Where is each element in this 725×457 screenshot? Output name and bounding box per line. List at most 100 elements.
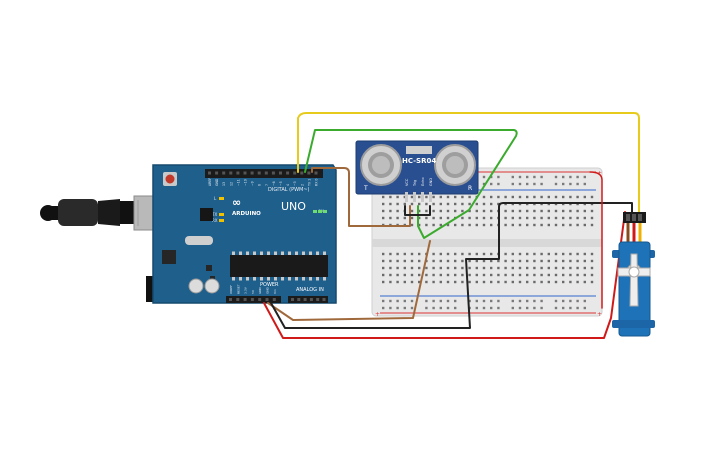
- breadboard-hole[interactable]: [446, 259, 450, 263]
- breadboard-hole[interactable]: [576, 299, 579, 303]
- breadboard-hole[interactable]: [526, 175, 529, 179]
- breadboard-hole[interactable]: [511, 259, 514, 263]
- breadboard-hole[interactable]: [454, 195, 457, 199]
- breadboard-hole[interactable]: [432, 195, 435, 199]
- breadboard-hole[interactable]: [425, 266, 428, 270]
- breadboard-hole[interactable]: [583, 299, 586, 303]
- breadboard-hole[interactable]: [490, 209, 493, 213]
- breadboard-hole[interactable]: [461, 202, 464, 206]
- breadboard-hole[interactable]: [490, 223, 493, 227]
- breadboard-hole[interactable]: [562, 280, 565, 284]
- breadboard-hole[interactable]: [425, 216, 428, 220]
- breadboard-hole[interactable]: [554, 195, 558, 199]
- breadboard-hole[interactable]: [590, 216, 594, 220]
- breadboard-hole[interactable]: [468, 273, 471, 277]
- breadboard-hole[interactable]: [504, 280, 507, 284]
- breadboard-hole[interactable]: [461, 259, 464, 263]
- breadboard-hole[interactable]: [511, 223, 514, 227]
- analog-pin[interactable]: [309, 298, 313, 301]
- wire-green[interactable]: [304, 129, 518, 239]
- breadboard-hole[interactable]: [461, 273, 464, 277]
- breadboard-hole[interactable]: [418, 266, 421, 270]
- breadboard-hole[interactable]: [475, 306, 478, 310]
- breadboard-hole[interactable]: [425, 195, 428, 199]
- breadboard-hole[interactable]: [396, 280, 399, 284]
- breadboard-hole[interactable]: [490, 266, 493, 270]
- breadboard-hole[interactable]: [490, 299, 493, 303]
- breadboard-hole[interactable]: [461, 266, 464, 270]
- breadboard-hole[interactable]: [554, 216, 558, 220]
- breadboard-hole[interactable]: [461, 209, 464, 213]
- digital-pin[interactable]: [208, 171, 211, 175]
- breadboard-hole[interactable]: [576, 259, 579, 263]
- breadboard-hole[interactable]: [554, 252, 558, 256]
- breadboard-hole[interactable]: [518, 182, 522, 186]
- breadboard-hole[interactable]: [526, 259, 529, 263]
- breadboard-hole[interactable]: [439, 209, 442, 213]
- breadboard-hole[interactable]: [432, 202, 435, 206]
- wire-yellow[interactable]: [297, 112, 640, 213]
- breadboard-hole[interactable]: [403, 259, 406, 263]
- analog-pin[interactable]: [316, 298, 320, 301]
- breadboard-hole[interactable]: [526, 216, 529, 220]
- breadboard-hole[interactable]: [576, 209, 579, 213]
- breadboard-hole[interactable]: [410, 259, 414, 263]
- breadboard-hole[interactable]: [540, 266, 543, 270]
- breadboard-hole[interactable]: [468, 223, 471, 227]
- breadboard-hole[interactable]: [446, 273, 450, 277]
- breadboard-hole[interactable]: [475, 223, 478, 227]
- breadboard-hole[interactable]: [468, 209, 471, 213]
- breadboard-hole[interactable]: [396, 299, 399, 303]
- breadboard-hole[interactable]: [454, 306, 457, 310]
- breadboard-hole[interactable]: [554, 280, 558, 284]
- breadboard-hole[interactable]: [583, 273, 586, 277]
- breadboard-hole[interactable]: [576, 273, 579, 277]
- breadboard-hole[interactable]: [382, 266, 385, 270]
- breadboard-hole[interactable]: [504, 216, 507, 220]
- breadboard-hole[interactable]: [504, 266, 507, 270]
- wire-red[interactable]: [263, 211, 626, 339]
- breadboard-hole[interactable]: [590, 273, 594, 277]
- breadboard-hole[interactable]: [490, 306, 493, 310]
- digital-pin[interactable]: [314, 171, 318, 175]
- breadboard-hole[interactable]: [461, 280, 464, 284]
- breadboard-hole[interactable]: [425, 280, 428, 284]
- power-pin[interactable]: [243, 298, 247, 301]
- breadboard-hole[interactable]: [475, 202, 478, 206]
- breadboard-hole[interactable]: [497, 273, 500, 277]
- power-pin[interactable]: [236, 298, 240, 301]
- breadboard-hole[interactable]: [396, 259, 399, 263]
- breadboard-hole[interactable]: [396, 195, 399, 199]
- breadboard-hole[interactable]: [533, 299, 536, 303]
- breadboard-hole[interactable]: [475, 273, 478, 277]
- digital-pin[interactable]: [243, 171, 247, 175]
- breadboard-hole[interactable]: [461, 223, 464, 227]
- breadboard-hole[interactable]: [562, 175, 565, 179]
- breadboard-hole[interactable]: [554, 299, 558, 303]
- breadboard-hole[interactable]: [446, 223, 450, 227]
- breadboard-hole[interactable]: [454, 266, 457, 270]
- digital-pin[interactable]: [222, 171, 226, 175]
- power-pin[interactable]: [258, 298, 262, 301]
- breadboard-hole[interactable]: [533, 182, 536, 186]
- breadboard-hole[interactable]: [526, 306, 529, 310]
- breadboard-hole[interactable]: [439, 202, 442, 206]
- breadboard-hole[interactable]: [425, 299, 428, 303]
- breadboard-hole[interactable]: [454, 273, 457, 277]
- breadboard-hole[interactable]: [540, 209, 543, 213]
- breadboard-hole[interactable]: [410, 280, 414, 284]
- breadboard-hole[interactable]: [418, 273, 421, 277]
- breadboard-hole[interactable]: [526, 299, 529, 303]
- breadboard-hole[interactable]: [569, 252, 572, 256]
- breadboard-hole[interactable]: [454, 280, 457, 284]
- breadboard-hole[interactable]: [482, 266, 486, 270]
- breadboard-hole[interactable]: [490, 216, 493, 220]
- breadboard-hole[interactable]: [569, 195, 572, 199]
- breadboard-hole[interactable]: [562, 182, 565, 186]
- breadboard-hole[interactable]: [482, 209, 486, 213]
- breadboard-hole[interactable]: [490, 175, 493, 179]
- breadboard-hole[interactable]: [454, 252, 457, 256]
- sensor-pin[interactable]: [429, 192, 432, 202]
- breadboard-hole[interactable]: [490, 273, 493, 277]
